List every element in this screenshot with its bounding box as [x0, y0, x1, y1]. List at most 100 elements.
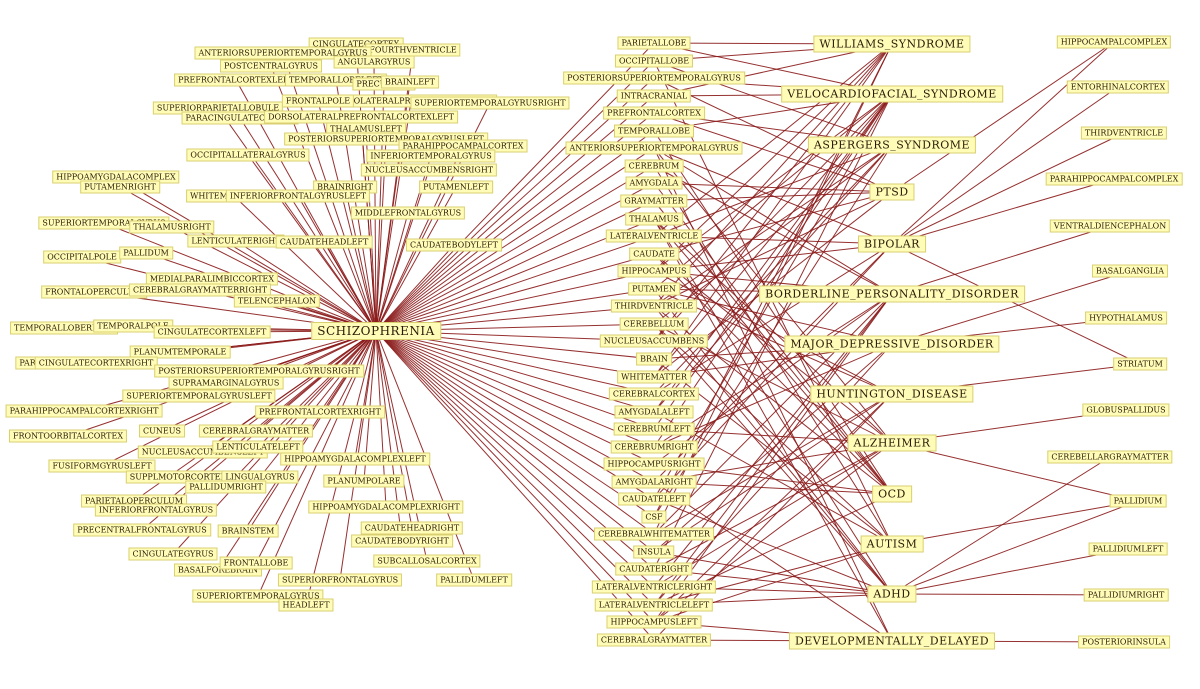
edge-region-disorder — [891, 500, 1139, 595]
edge-hub-middle — [375, 330, 655, 500]
region-node-caudateright: CAUDATERIGHT — [615, 562, 693, 576]
edge-middle-disorder — [653, 144, 893, 413]
region-node-pallidiumleft: PALLIDIUMLEFT — [1088, 542, 1168, 556]
region-node-insula: INSULA — [633, 545, 675, 559]
edge-middle-disorder — [653, 393, 893, 553]
region-node-amygdalaleft: AMYGDALALEFT — [614, 405, 694, 419]
region-node-caudate: CAUDATE — [629, 247, 679, 261]
edge-middle-disorder — [653, 191, 893, 202]
region-node-inferiortemporalgyrus: INFERIORTEMPORALGYRUS — [366, 149, 496, 163]
edge-middle-disorder — [653, 43, 893, 97]
edge-middle-disorder — [653, 442, 893, 570]
edge-hub-left — [217, 107, 377, 332]
region-node-brain: BRAIN — [636, 352, 672, 366]
region-node-lenticulateleft: LENTICULATELEFT — [212, 440, 304, 454]
region-node-cerebralgraymatter: CEREBRALGRAYMATTER — [198, 424, 314, 438]
edge-hub-left — [365, 128, 377, 332]
edge-middle-disorder — [653, 191, 893, 255]
region-node-supplmotorcortex: SUPPLMOTORCORTEX — [125, 470, 231, 484]
disorder-node-ptsd: PTSD — [869, 183, 915, 201]
region-node-temporallobe: TEMPORALLOBE — [613, 124, 695, 138]
edge-hub-middle — [375, 235, 655, 332]
edge-middle-disorder — [653, 293, 893, 465]
region-node-occipitallobe: OCCIPITALLOBE — [614, 54, 694, 68]
region-node-lateralventricle: LATERALVENTRICLE — [605, 229, 703, 243]
region-node-caudatebodyleft: CAUDATEBODYLEFT — [406, 238, 502, 252]
edge-hub-left — [375, 169, 430, 332]
region-node-angulargyrus: ANGULARGYRUS — [333, 55, 415, 69]
disorder-node-ocd: OCD — [872, 485, 912, 503]
region-node-frontoorbitalcortex: FRONTOORBITALCORTEX — [8, 429, 128, 443]
region-node-occipitallateralgyrus: OCCIPITALLATERALGYRUS — [186, 148, 310, 162]
edge-hub-middle — [375, 60, 655, 332]
region-node-cerebrumright: CEREBRUMRIGHT — [610, 440, 698, 454]
region-node-cingulategyrus: CINGULATEGYRUS — [128, 547, 218, 561]
edge-hub-middle — [375, 330, 655, 483]
edge-middle-disorder — [653, 293, 893, 448]
edge-middle-disorder — [653, 144, 893, 237]
disorder-node-adhd: ADHD — [867, 585, 917, 603]
edge-hub-left — [344, 186, 377, 332]
region-node-subcallosalcortex: SUBCALLOSALCORTEX — [373, 554, 481, 568]
edge-middle-disorder — [653, 243, 893, 272]
edge-hub-left — [375, 212, 409, 332]
edge-hub-left — [375, 330, 413, 529]
edge-hub-left — [115, 176, 377, 332]
edge-hub-left — [360, 116, 377, 332]
edge-hub-middle — [375, 130, 655, 332]
region-node-frontalpole: FRONTALPOLE — [281, 94, 355, 108]
region-node-supramarginalgyrus: SUPRAMARGINALGYRUS — [168, 376, 284, 390]
region-node-caudateheadleft: CAUDATEHEADLEFT — [275, 235, 373, 249]
region-node-amygdala: AMYGDALA — [625, 176, 683, 190]
region-node-thirdventricle: THIRDVENTRICLE — [1080, 126, 1168, 140]
region-node-superiortemporalgyrusleft: SUPERIORTEMPORALGYRUSLEFT — [122, 389, 276, 403]
edge-hub-left — [323, 241, 377, 332]
edge-middle-disorder — [653, 481, 893, 642]
region-node-anteriorsuperiortemporalgyrus: ANTERIORSUPERIORTEMPORALGYRUS — [194, 46, 372, 60]
edge-middle-disorder — [653, 43, 893, 237]
disorder-node-autism: AUTISM — [860, 535, 924, 553]
edge-middle-disorder — [653, 165, 893, 295]
region-node-inferiorfrontalgyrusleft: INFERIORFRONTALGYRUSLEFT — [225, 189, 371, 203]
region-node-ventraldiencephalon: VENTRALDIENCEPHALON — [1049, 219, 1171, 233]
region-node-caudateleft: CAUDATELEFT — [618, 492, 690, 506]
region-node-globuspallidus: GLOBUSPALLIDUS — [1082, 403, 1170, 417]
region-node-hippoamygdalacomplexright: HIPPOAMYGDALACOMPLEXRIGHT — [308, 500, 464, 514]
edge-hub-middle — [375, 330, 655, 535]
edge-hub-middle — [375, 253, 655, 332]
region-node-lenticulateright: LENTICULATERIGHT — [187, 234, 285, 248]
disorder-node-aspergers-syndrome: ASPERGERS_SYNDROME — [807, 136, 977, 154]
region-node-cerebrumleft: CEREBRUMLEFT — [613, 422, 695, 436]
region-node-inferiorfrontalgyrus: INFERIORFRONTALGYRUS — [94, 503, 218, 517]
edge-region-disorder — [891, 442, 1139, 502]
region-node-nucleusaccumbens: NUCLEUSACCUMBENS — [599, 334, 709, 348]
edge-hub-left — [305, 330, 377, 606]
region-node-middlefrontalgyrus: MIDDLEFRONTALGYRUS — [350, 206, 466, 220]
region-node-posteriorsuperiortemporalgyrus: POSTERIORSUPERIORTEMPORALGYRUS — [563, 71, 745, 85]
edge-middle-disorder — [653, 543, 893, 606]
edge-region-disorder — [891, 225, 1111, 295]
region-node-putamen: PUTAMEN — [628, 282, 680, 296]
edge-middle-disorder — [653, 165, 893, 545]
disorder-node-velocardiofacial-syndrome: VELOCARDIOFACIAL_SYNDROME — [781, 85, 1003, 103]
edge-hub-middle — [375, 95, 655, 332]
region-node-prefrontalcortex: PREFRONTALCORTEX — [603, 106, 705, 120]
edge-hub-left — [233, 195, 377, 332]
region-node-cerebralcortex: CEREBRALCORTEX — [608, 387, 700, 401]
edge-hub-middle — [375, 330, 655, 518]
edge-hub-middle — [375, 42, 655, 332]
region-node-brainstem: BRAINSTEM — [217, 524, 279, 538]
disorder-node-huntington-disease: HUNTINGTON_DISEASE — [810, 385, 974, 403]
edge-middle-disorder — [653, 147, 893, 295]
edge-middle-disorder — [653, 293, 893, 535]
disorder-node-bipolar: BIPOLAR — [858, 235, 926, 253]
region-node-caudateheadright: CAUDATEHEADRIGHT — [360, 521, 464, 535]
region-node-pallidumright: PALLIDUMRIGHT — [185, 480, 267, 494]
edge-middle-disorder — [653, 144, 893, 307]
edge-hub-middle — [375, 330, 655, 623]
edge-hub-middle — [375, 330, 655, 553]
edge-region-disorder — [891, 500, 1139, 545]
edge-middle-disorder — [653, 253, 893, 444]
edge-middle-disorder — [653, 243, 893, 395]
region-node-anteriorsuperiortemporalgyrus: ANTERIORSUPERIORTEMPORALGYRUS — [565, 141, 743, 155]
